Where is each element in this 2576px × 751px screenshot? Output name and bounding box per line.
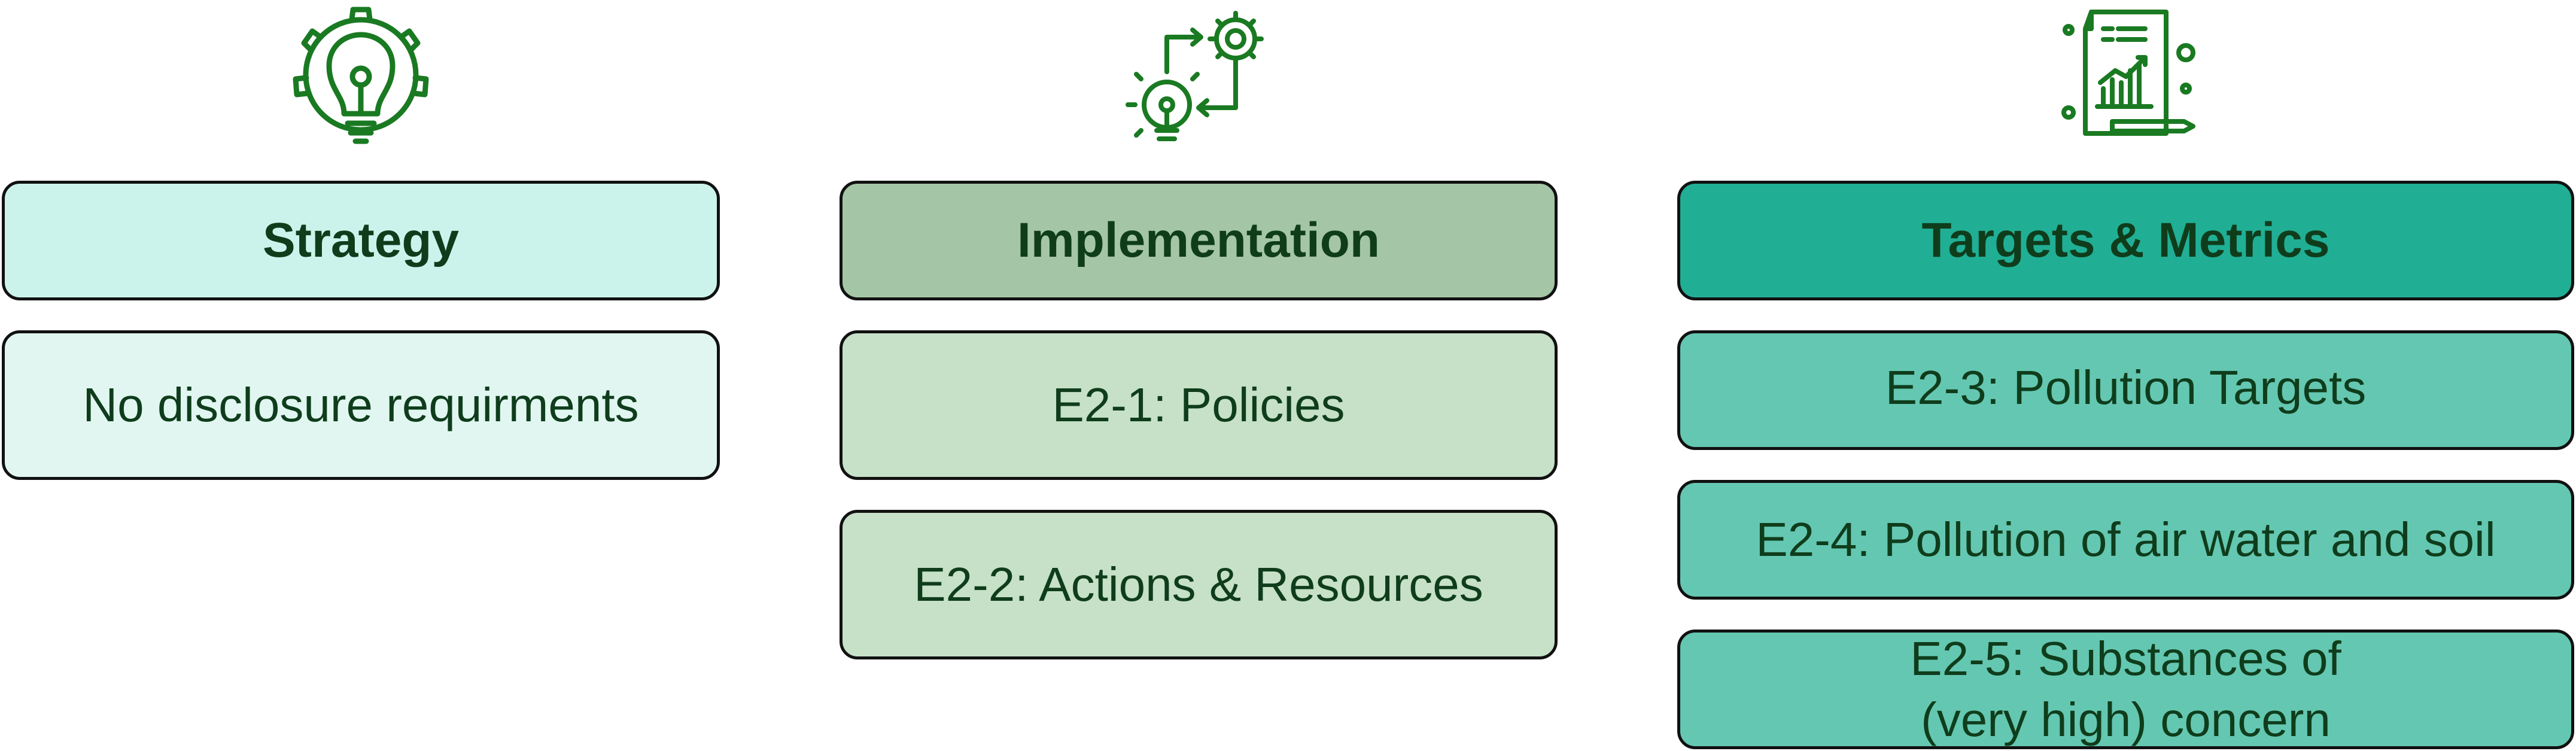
item-label: E2-4: Pollution of air water and soil bbox=[1756, 512, 2496, 566]
targets-metrics-header-label: Targets & Metrics bbox=[1921, 213, 2330, 267]
implementation-header: Implementation bbox=[840, 181, 1558, 300]
strategy-item-no-disclosure: No disclosure requirments bbox=[2, 330, 720, 480]
implementation-item-policies: E2-1: Policies bbox=[840, 330, 1558, 480]
lightbulb-gear-icon bbox=[293, 7, 429, 144]
strategy-header: Strategy bbox=[2, 181, 720, 300]
report-chart-icon bbox=[2061, 10, 2195, 136]
item-label-line-1: E2-5: Substances of bbox=[1910, 631, 2341, 685]
targets-item-substances-of-concern: E2-5: Substances of (very high) concern bbox=[1677, 630, 2574, 749]
item-label-line-2: (very high) concern bbox=[1921, 693, 2331, 746]
idea-process-gears-icon bbox=[1126, 11, 1264, 141]
strategy-header-label: Strategy bbox=[262, 213, 460, 267]
targets-item-pollution-targets: E2-3: Pollution Targets bbox=[1677, 330, 2574, 450]
item-label: E2-2: Actions & Resources bbox=[914, 557, 1483, 611]
item-label: E2-3: Pollution Targets bbox=[1885, 361, 2367, 414]
targets-metrics-header: Targets & Metrics bbox=[1677, 181, 2574, 300]
targets-item-pollution-air-water-soil: E2-4: Pollution of air water and soil bbox=[1677, 480, 2574, 600]
implementation-header-label: Implementation bbox=[1017, 213, 1380, 267]
item-label: E2-1: Policies bbox=[1052, 378, 1345, 431]
item-label: No disclosure requirments bbox=[83, 378, 639, 431]
implementation-item-actions-resources: E2-2: Actions & Resources bbox=[840, 510, 1558, 659]
